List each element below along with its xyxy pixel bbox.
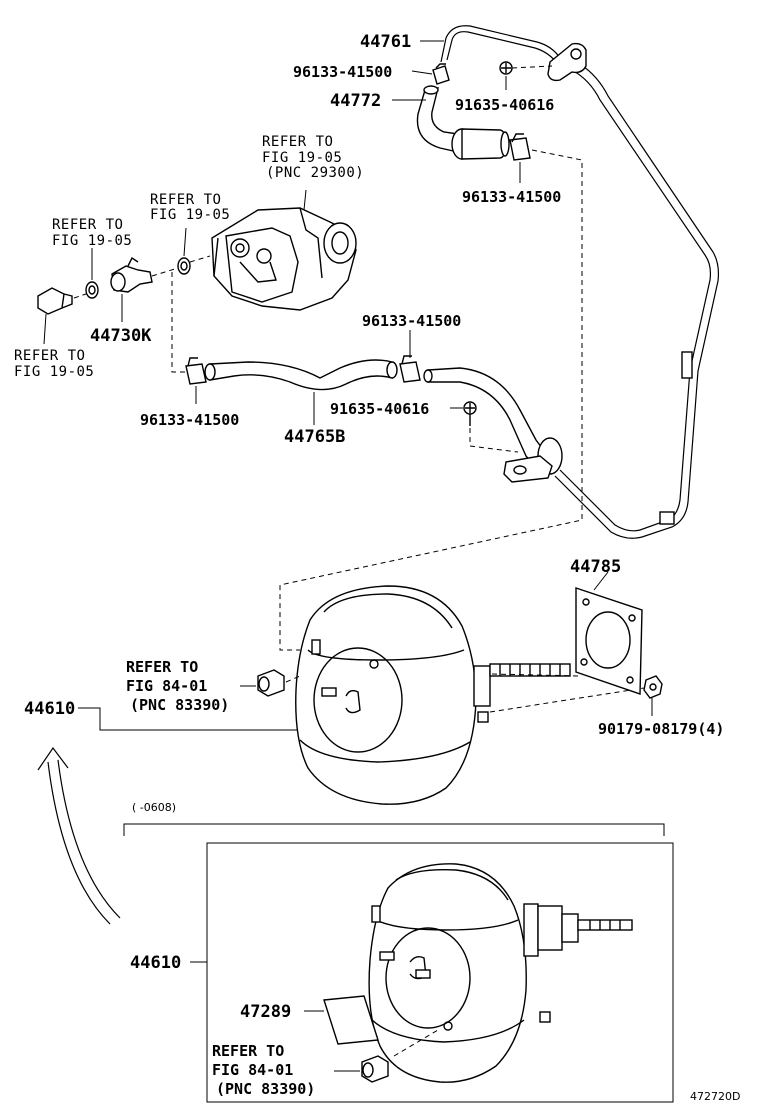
label-44765B: 44765B (284, 427, 345, 447)
vacuum-hose-44765B[interactable] (204, 359, 398, 391)
gasket-ring-pump (177, 257, 191, 275)
vacuum-hose-44772[interactable] (416, 85, 510, 160)
ref-gasket-line1: REFER TO (150, 192, 221, 208)
ref-switch1-line3: (PNC 83390) (130, 696, 229, 714)
ref-pump-line3: (PNC 29300) (266, 165, 364, 181)
caution-plate-47289[interactable] (323, 995, 379, 1045)
label-47289: 47289 (240, 1002, 291, 1022)
vacuum-pipe-44761[interactable] (440, 25, 720, 539)
union-check-valve-44730K[interactable] (110, 256, 153, 293)
ref-switch1-line1: REFER TO (126, 658, 198, 676)
hose-clip-right[interactable] (509, 133, 531, 161)
ref-switch2-line3: (PNC 83390) (216, 1080, 315, 1098)
bolt-91635-top[interactable] (499, 61, 553, 75)
hose-bracket-mid (503, 455, 553, 483)
label-96133-41500-right: 96133-41500 (462, 188, 561, 206)
ref-bolt-line2: FIG 19-05 (14, 364, 94, 380)
hose-clip-top[interactable] (432, 63, 450, 85)
brake-booster-lower[interactable] (368, 863, 633, 1083)
ref-left-line1: REFER TO (52, 217, 123, 233)
ref-gasket-line2: FIG 19-05 (150, 207, 230, 223)
ref-bolt-line1: REFER TO (14, 348, 85, 364)
ref-switch1-line2: FIG 84-01 (126, 677, 207, 695)
label-96133-41500-lower: 96133-41500 (140, 411, 239, 429)
label-44772: 44772 (330, 91, 381, 111)
label-96133-41500-mid: 96133-41500 (362, 312, 461, 330)
ref-switch2-line2: FIG 84-01 (212, 1061, 293, 1079)
label-44785: 44785 (570, 557, 621, 577)
vacuum-switch-lower[interactable] (361, 1055, 389, 1083)
variant-box (206, 842, 674, 1103)
ref-pump-line1: REFER TO (262, 134, 333, 150)
pipe-bracket-top (547, 42, 587, 82)
label-44610-lower: 44610 (130, 953, 181, 973)
brake-booster-upper[interactable] (295, 585, 571, 805)
date-range-label: ( -0608) (132, 801, 176, 814)
label-91635-40616-top: 91635-40616 (455, 96, 554, 114)
vacuum-pump[interactable] (211, 207, 357, 311)
ref-left-line2: FIG 19-05 (52, 233, 132, 249)
hose-clip-mid[interactable] (399, 355, 421, 383)
hose-clip-lower-left[interactable] (185, 357, 207, 385)
label-44610-upper: 44610 (24, 699, 75, 719)
label-90179-08179: 90179-08179(4) (598, 720, 724, 738)
gasket-ring-left (85, 281, 99, 299)
arrow-curved-icon (37, 746, 121, 925)
ref-switch2-line1: REFER TO (212, 1042, 284, 1060)
label-91635-40616-mid: 91635-40616 (330, 400, 429, 418)
nut-90179[interactable] (643, 675, 663, 699)
label-96133-41500-top: 96133-41500 (293, 63, 392, 81)
label-44730K: 44730K (90, 326, 152, 346)
booster-gasket-44785[interactable] (575, 587, 643, 695)
ref-pump-line2: FIG 19-05 (262, 150, 342, 166)
bolt-91635-mid[interactable] (463, 401, 477, 426)
union-bolt (37, 287, 73, 315)
vacuum-switch-upper[interactable] (257, 669, 285, 697)
label-44761: 44761 (360, 32, 411, 52)
diagram-id: 472720D (690, 1090, 740, 1103)
